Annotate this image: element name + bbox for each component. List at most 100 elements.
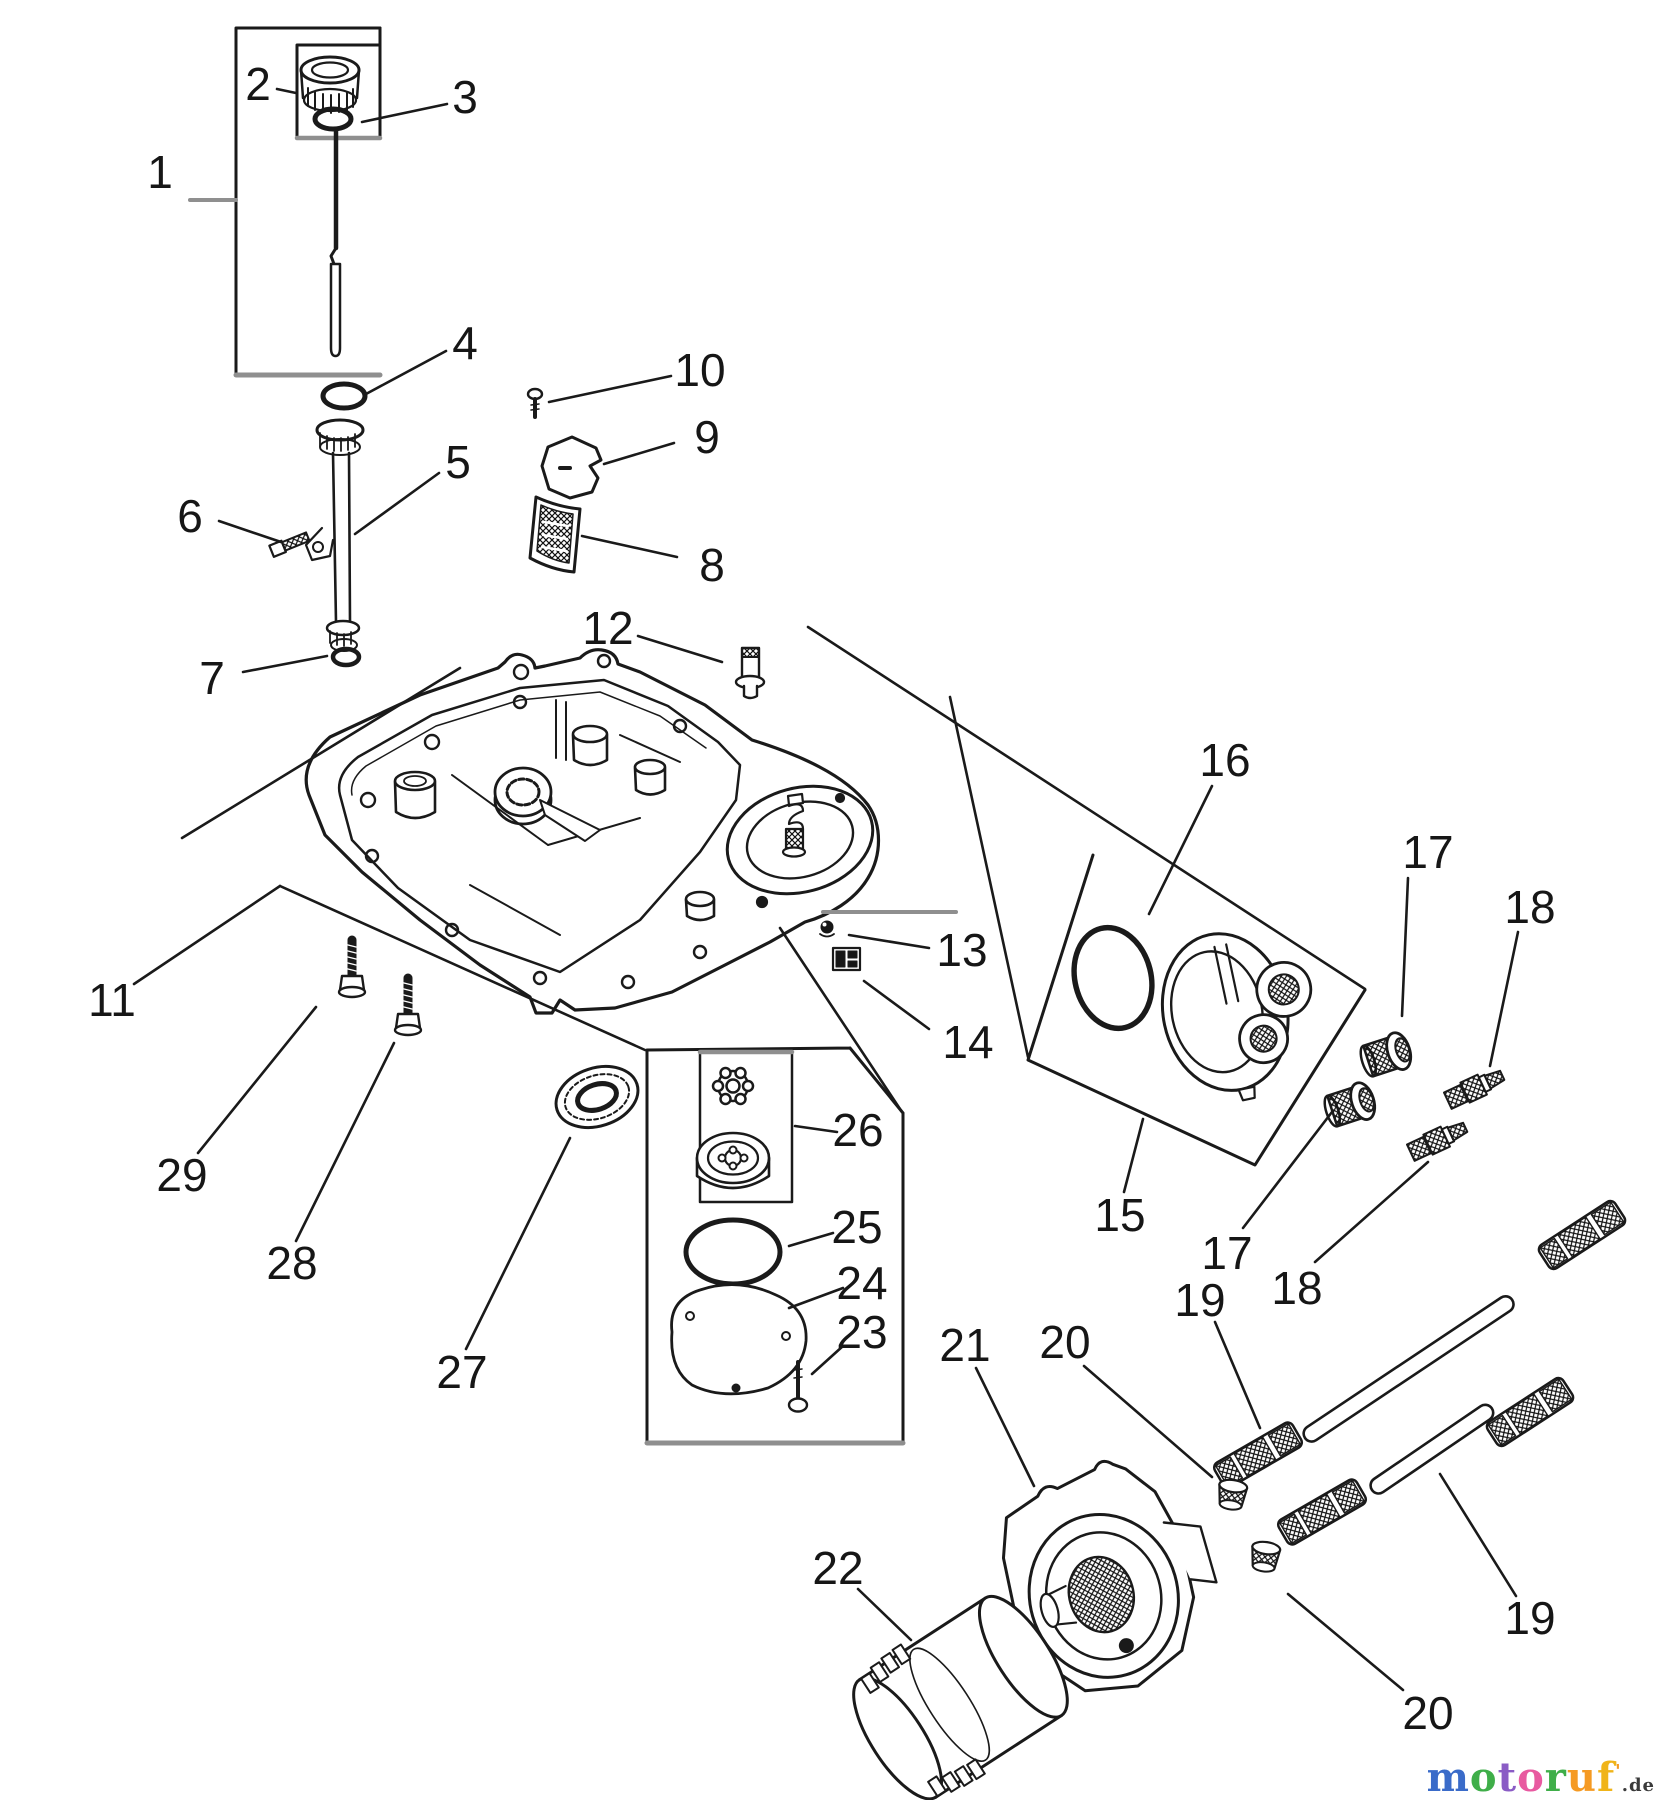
part-5-dipstick-tube bbox=[304, 418, 365, 652]
watermark-letter: t bbox=[1497, 1754, 1518, 1800]
watermark-domain-suffix: .de bbox=[1621, 1775, 1655, 1796]
part-6-clamp-bolt bbox=[268, 531, 311, 558]
part-12-pan-bolt bbox=[734, 646, 766, 700]
callout-2: 2 bbox=[245, 58, 271, 110]
part-20-pipe-plug bbox=[1215, 1477, 1250, 1513]
leader-line-26 bbox=[793, 1124, 839, 1134]
part-22-oil-filter bbox=[852, 1594, 1069, 1800]
watermark-tick: ' bbox=[1615, 1761, 1622, 1782]
part-11-oil-pan bbox=[304, 648, 881, 1015]
part-3-cap-o-ring bbox=[312, 106, 354, 132]
callout-15: 15 bbox=[1094, 1189, 1145, 1241]
construction-lines bbox=[180, 625, 1367, 1114]
part-1-dipstick-assembly-box bbox=[233, 26, 383, 378]
callout-13: 13 bbox=[936, 924, 987, 976]
leader-line-15 bbox=[1122, 1117, 1145, 1194]
callout-17: 17 bbox=[1201, 1227, 1252, 1279]
callout-22: 22 bbox=[812, 1542, 863, 1594]
part-25-pump-o-ring bbox=[683, 1217, 783, 1287]
callout-16: 16 bbox=[1199, 734, 1250, 786]
watermark-letter: o bbox=[1469, 1754, 1498, 1800]
callout-18: 18 bbox=[1504, 881, 1555, 933]
part-9-stop-plate bbox=[540, 435, 603, 500]
callout-9: 9 bbox=[694, 411, 720, 463]
part-18-hose-nipple bbox=[1405, 1116, 1471, 1164]
callout-14: 14 bbox=[942, 1016, 993, 1068]
callout-20: 20 bbox=[1039, 1316, 1090, 1368]
part-26-pump-rotor-set bbox=[695, 1066, 771, 1190]
callout-18: 18 bbox=[1271, 1262, 1322, 1314]
leader-line-20 bbox=[1082, 1364, 1214, 1479]
leader-lines bbox=[132, 87, 1520, 1692]
leader-line-11 bbox=[132, 884, 282, 986]
watermark-letter: u bbox=[1566, 1754, 1597, 1800]
watermark-letter: r bbox=[1544, 1754, 1567, 1800]
callout-23: 23 bbox=[836, 1306, 887, 1358]
part-28-pan-bolt bbox=[395, 978, 421, 1035]
leader-line-2 bbox=[275, 87, 298, 95]
callout-27: 27 bbox=[436, 1346, 487, 1398]
part-21-filter-bracket bbox=[1001, 1459, 1218, 1693]
callout-11: 11 bbox=[88, 974, 136, 1026]
leader-line-29 bbox=[196, 1005, 318, 1155]
leader-line-7 bbox=[241, 654, 329, 674]
leader-line-27 bbox=[464, 1136, 572, 1351]
callout-7: 7 bbox=[199, 652, 225, 704]
part-19-oil-line-upper bbox=[1210, 1197, 1629, 1491]
watermark-letter: o bbox=[1517, 1754, 1545, 1800]
part-2-oil-fill-cap bbox=[299, 55, 361, 114]
leader-line-12 bbox=[636, 634, 724, 664]
callout-19: 19 bbox=[1174, 1274, 1225, 1326]
part-18-hose-nipple bbox=[1442, 1064, 1508, 1112]
callout-21: 21 bbox=[939, 1319, 990, 1371]
leader-line-9 bbox=[602, 441, 676, 466]
leader-line-21 bbox=[974, 1366, 1036, 1488]
leader-line-10 bbox=[547, 374, 673, 404]
part-17-hex-bushing bbox=[1319, 1078, 1381, 1133]
part-20-pipe-plug bbox=[1248, 1539, 1283, 1575]
callout-19: 19 bbox=[1504, 1592, 1555, 1644]
part-27-oil-seal bbox=[554, 1065, 640, 1129]
leader-line-13 bbox=[847, 933, 931, 950]
callout-29: 29 bbox=[156, 1149, 207, 1201]
leader-line-14 bbox=[862, 979, 931, 1031]
leader-line-28 bbox=[294, 1041, 396, 1243]
callout-17: 17 bbox=[1402, 826, 1453, 878]
leader-line-22 bbox=[856, 1587, 913, 1642]
leader-line-25 bbox=[787, 1231, 835, 1248]
leader-line-6 bbox=[217, 519, 283, 544]
callout-3: 3 bbox=[452, 71, 478, 123]
part-15-adapter-detail-box bbox=[1026, 853, 1367, 1167]
leader-line-18 bbox=[1488, 930, 1520, 1068]
part-4-tube-o-ring-upper bbox=[320, 381, 368, 411]
leader-line-24 bbox=[787, 1286, 845, 1310]
leader-line-20 bbox=[1286, 1592, 1405, 1692]
watermark-link[interactable]: motoruf'.de bbox=[1427, 1758, 1655, 1798]
part-10-plate-screw bbox=[526, 387, 544, 419]
leader-line-16 bbox=[1147, 784, 1214, 916]
part-16-adapter-o-ring bbox=[1071, 924, 1155, 1032]
callout-25: 25 bbox=[831, 1201, 882, 1253]
part-24-pump-cover-plate bbox=[670, 1283, 808, 1396]
part-19-oil-line-lower bbox=[1274, 1374, 1577, 1548]
callout-28: 28 bbox=[266, 1237, 317, 1289]
watermark-letter: f bbox=[1596, 1754, 1616, 1800]
callout-4: 4 bbox=[452, 317, 478, 369]
callout-6: 6 bbox=[177, 490, 203, 542]
pump-detail-box bbox=[644, 1046, 906, 1446]
leader-line-8 bbox=[580, 534, 679, 559]
leader-line-23 bbox=[810, 1344, 845, 1376]
part-8-decal bbox=[528, 495, 582, 574]
part-14-retainer-clip bbox=[831, 946, 862, 972]
callout-10: 10 bbox=[674, 344, 725, 396]
callout-12: 12 bbox=[582, 602, 633, 654]
leader-line-3 bbox=[360, 102, 449, 124]
callout-8: 8 bbox=[699, 539, 725, 591]
part-7-tube-o-ring-lower bbox=[330, 646, 362, 668]
part-17-hex-bushing bbox=[1355, 1028, 1417, 1083]
callout-5: 5 bbox=[445, 436, 471, 488]
leader-line-4 bbox=[364, 349, 448, 396]
